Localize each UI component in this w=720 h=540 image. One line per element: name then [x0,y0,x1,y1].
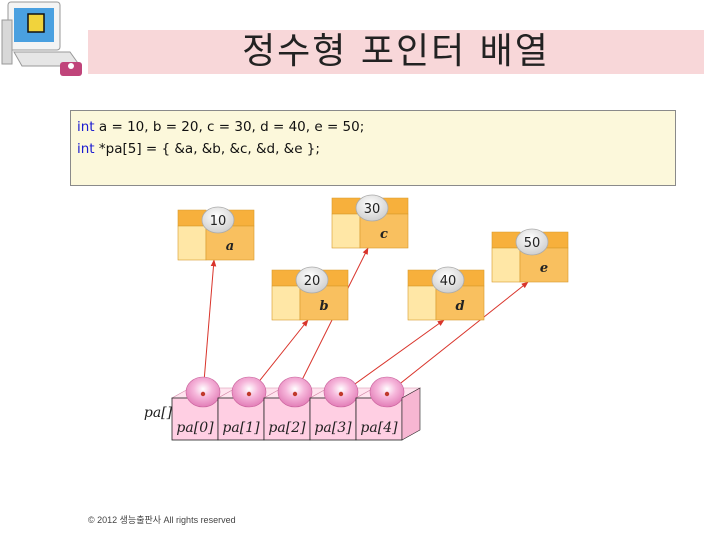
array-cell-label: pa[1] [222,420,260,436]
pointer-arrow-0 [202,259,217,395]
pointer-arrow-3 [340,319,445,395]
variable-box-d: 40 d [407,266,485,321]
computer-logo-icon [1,1,82,76]
variable-box-b: 20 b [271,266,349,321]
array-cell-1: pa[1] [216,376,284,441]
code-box: int a = 10, b = 20, c = 30, d = 40, e = … [70,110,676,186]
footer: © 2012 생능출판사 All rights reserved [88,515,236,525]
array-cell-label: pa[0] [176,420,214,436]
variable-value: 20 [304,274,321,289]
pointer-arrow-4 [386,281,529,395]
array-cell-4: pa[4] [354,376,422,441]
variable-name: c [380,227,388,242]
variable-box-a: 10 a [177,206,255,261]
code-line-1: int a = 10, b = 20, c = 30, d = 40, e = … [77,119,364,135]
array-cell-3: pa[3] [308,376,376,441]
array-side [401,387,421,441]
array-cell-0: pa[0] [170,376,238,441]
code-keyword: int [77,141,95,157]
array-cell-label: pa[3] [314,420,352,436]
variable-name: d [455,299,464,314]
page-title: 정수형 포인터 배열 [242,31,550,72]
code-keyword: int [77,119,95,135]
variable-value: 40 [440,274,457,289]
variable-value: 30 [364,202,381,217]
array-cell-label: pa[2] [268,420,306,436]
code-text: a = 10, b = 20, c = 30, d = 40, e = 50; [94,119,365,135]
array-cell-label: pa[4] [360,420,398,436]
variable-name: b [319,299,328,314]
variable-box-e: 50 e [491,228,569,283]
variable-name: a [226,239,234,254]
variable-name: e [540,261,548,276]
pointer-arrow-2 [294,247,369,395]
code-text: *pa[5] = { &a, &b, &c, &d, &e }; [94,141,320,157]
array-cell-2: pa[2] [262,376,330,441]
variable-value: 50 [524,236,541,251]
title-bar [88,30,704,74]
variable-box-c: 30 c [331,194,409,249]
code-line-2: int *pa[5] = { &a, &b, &c, &d, &e }; [77,141,320,157]
array-label: pa[] [144,405,173,421]
variable-value: 10 [210,214,227,229]
